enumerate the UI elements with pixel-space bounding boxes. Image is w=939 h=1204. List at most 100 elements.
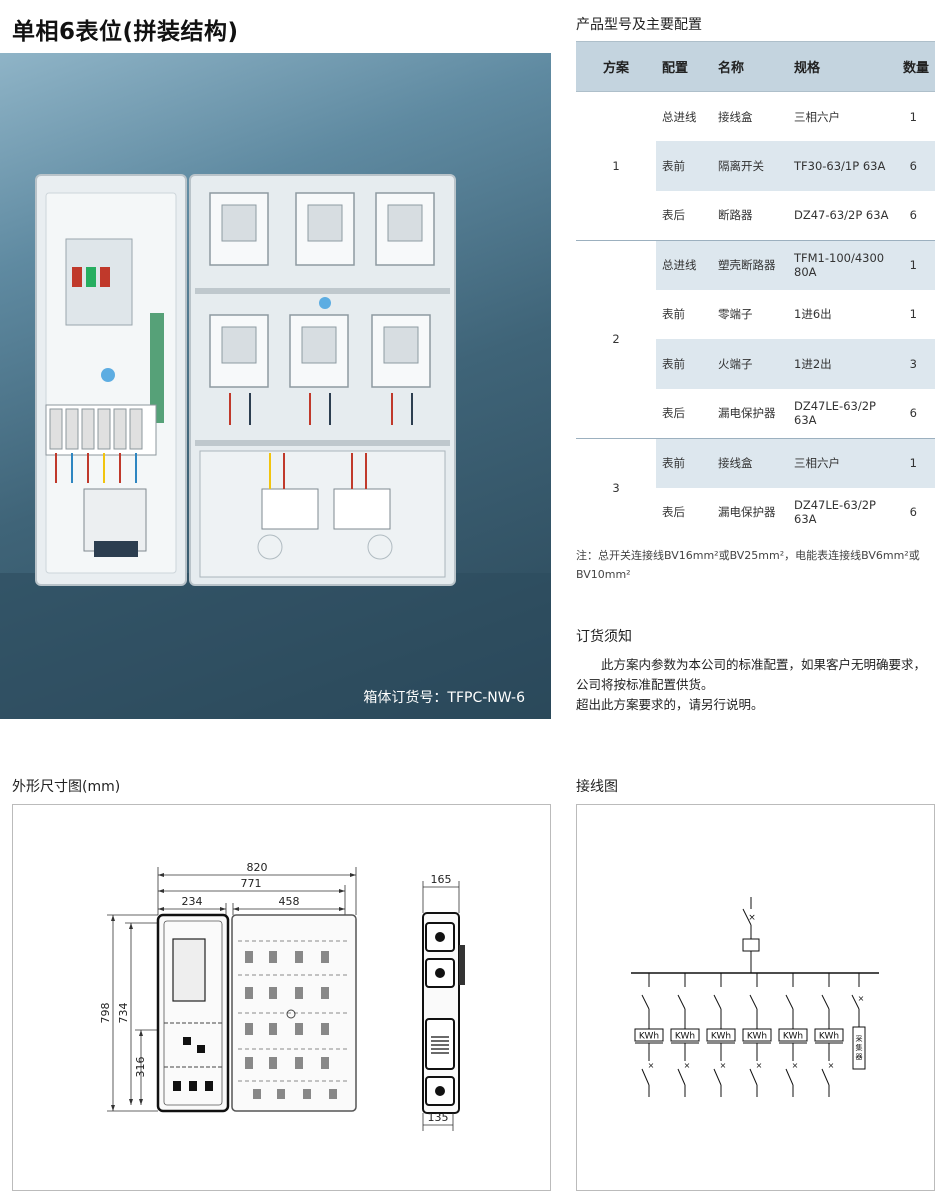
cell-name: 零端子 [718,307,753,322]
scheme-number: 3 [576,438,656,537]
kwh-meter: KWh [634,1028,664,1044]
order-notice: 此方案内参数为本公司的标准配置，如果客户无明确要求，公司将按标准配置供货。 超出… [576,655,938,715]
cell-name: 火端子 [712,339,788,389]
collector-label: 采集器 [856,1034,863,1061]
kwh-meter: KWh [742,1028,772,1044]
meter-branch: KWh × [670,973,700,1097]
wiring-diagram: × KWh×KWh×KWh×KWh×KWh×KWh××采集器 [576,804,935,1191]
box-order-number: 箱体订货号：TFPC-NW-6 [363,690,525,706]
collector-branch: × 采集器 [851,973,866,1070]
cell-config: 表前 [656,438,712,488]
cell-spec: 三相六户 [788,438,897,488]
cell-name: 接线盒 [718,109,753,124]
collector-box [852,1026,866,1070]
kwh-meter: KWh [670,1028,700,1044]
dimension-drawing: 820 771 234 458 798 734 316 [12,804,551,1191]
kwh-label: KWh [783,1032,803,1042]
breaker-cross-icon: × [792,1061,799,1070]
table-row: 1 总进线 接线盒 三相六户 1 [576,91,935,241]
cell-spec: DZ47LE-63/2P 63A [794,498,876,527]
cell-config: 表前 [656,141,712,191]
order-heading: 订货须知 [576,629,632,645]
meter-branch: KWh × [814,973,844,1097]
meter-branches: KWh×KWh×KWh×KWh×KWh×KWh××采集器 [634,973,866,1097]
kwh-meter: KWh [706,1028,736,1044]
kwh-label: KWh [675,1032,695,1042]
cell-config: 表前 [662,307,685,322]
meter-branch: KWh × [778,973,808,1097]
cell-name: 隔离开关 [712,141,788,191]
kwh-label: KWh [711,1032,731,1042]
cell-qty: 1 [897,240,935,290]
cell-qty: 1 [909,307,917,322]
cell-name: 接线盒 [712,438,788,488]
dim-left-width: 234 [182,895,203,908]
kwh-label: KWh [819,1032,839,1042]
header-spec: 规格 [788,41,897,92]
cell-name: 断路器 [712,190,788,241]
cell-config: 表后 [656,190,712,241]
cell-config: 总进线 [656,240,712,290]
order-line-1: 此方案内参数为本公司的标准配置，如果客户无明确要求，公司将按标准配置供货。 [576,657,927,692]
cell-spec: 1进2出 [788,339,897,389]
cell-config: 表后 [662,505,685,520]
breaker-cross-icon: × [828,1061,835,1070]
wiring-note: 注：总开关连接线BV16mm²或BV25mm²，电能表连接线BV6mm²或BV1… [576,549,920,581]
breaker-cross-icon: × [720,1061,727,1070]
breaker-cross-icon: × [756,1061,763,1070]
cell-qty: 3 [897,339,935,389]
header-qty: 数量 [897,41,935,92]
breaker-cross-icon: × [858,994,865,1003]
dimension-svg: 820 771 234 458 798 734 316 [99,861,465,1131]
cell-qty: 6 [897,190,935,241]
kwh-label: KWh [747,1032,767,1042]
kwh-meter: KWh [778,1028,808,1044]
header-name: 名称 [712,41,788,92]
cell-config: 总进线 [662,109,697,124]
dim-depth-bottom: 135 [428,1111,449,1124]
order-line-2: 超出此方案要求的，请另行说明。 [576,697,764,712]
meter-branch: KWh× [634,973,664,1097]
table-row: 表前 火端子 1进2出 3 [576,339,935,389]
cell-spec: DZ47LE-63/2P 63A [788,388,897,439]
table-row: 表后 漏电保护器 DZ47LE-63/2P 63A 6 [576,388,935,439]
cell-qty: 6 [897,141,935,191]
dim-inner-width: 771 [241,877,262,890]
cell-qty: 1 [909,109,917,124]
dim-height-inner: 734 [117,1003,130,1024]
dim-right-width: 458 [279,895,300,908]
kwh-meter: KWh [814,1028,844,1044]
cell-name: 塑壳断路器 [712,240,788,290]
dim-height-lower: 316 [134,1057,147,1078]
kwh-label: KWh [639,1032,659,1042]
cell-spec: TFM1-100/4300 80A [788,240,897,290]
cell-spec: DZ47-63/2P 63A [788,190,897,241]
dimension-heading: 外形尺寸图(mm) [12,779,121,795]
table-row: 3 表前 接线盒 三相六户 1 [576,438,935,537]
dim-height-total: 798 [99,1003,112,1024]
cell-config: 表后 [656,388,712,439]
cell-name: 漏电保护器 [718,505,776,520]
config-table: 方案 配置 名称 规格 数量 1 总进线 接线盒 三相六户 1 表前 隔离开关 … [576,41,935,537]
svg-text:×: × [748,913,756,923]
page-title: 单相6表位(拼装结构) [12,19,239,45]
scheme-number: 2 [576,240,656,439]
table-row: 表前 隔离开关 TF30-63/1P 63A 6 [576,141,935,191]
wiring-heading: 接线图 [576,779,618,795]
cell-qty: 6 [909,505,917,520]
cell-qty: 6 [897,388,935,439]
header-config: 配置 [656,41,712,92]
cell-spec: 1进6出 [794,307,832,322]
table-row: 表后 断路器 DZ47-63/2P 63A 6 [576,190,935,241]
breaker-cross-icon: × [684,1061,691,1070]
cell-spec: 三相六户 [794,109,840,124]
wiring-svg: × KWh×KWh×KWh×KWh×KWh×KWh××采集器 [631,897,879,1097]
cell-name: 漏电保护器 [712,388,788,439]
cell-config: 表前 [656,339,712,389]
meter-branch: KWh × [742,973,772,1097]
config-table-header: 方案 配置 名称 规格 数量 [576,41,935,92]
table-row: 表后 漏电保护器 DZ47LE-63/2P 63A 6 [576,488,935,538]
header-scheme: 方案 [576,41,656,92]
meter-branch: KWh × [706,973,736,1097]
dim-overall-width: 820 [247,861,268,874]
